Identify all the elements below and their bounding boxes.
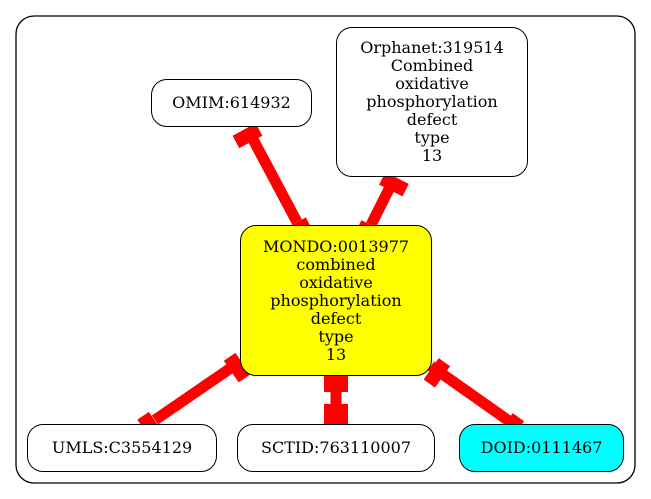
edge-center-sctid-end-head: [324, 404, 348, 426]
edge-center-doid-line: [427, 361, 513, 426]
edge-center-umls-line: [151, 356, 245, 425]
edge-orphanet-center-end-tail: [379, 172, 409, 197]
node-sctid[interactable]: SCTID:763110007: [237, 424, 435, 472]
edge-center-umls-end-tail: [223, 352, 251, 383]
cluster-border: [15, 15, 636, 484]
edge-center-doid-end-tail: [423, 358, 451, 388]
node-umls[interactable]: UMLS:C3554129: [27, 424, 217, 472]
node-mondo-center[interactable]: MONDO:0013977 combined oxidative phospho…: [240, 225, 432, 376]
node-doid[interactable]: DOID:0111467: [459, 424, 624, 472]
edge-omim-center-line: [242, 125, 302, 225]
node-orphanet[interactable]: Orphanet:319514 Combined oxidative phosp…: [336, 27, 528, 177]
edge-center-sctid: [324, 370, 348, 426]
node-omim[interactable]: OMIM:614932: [151, 79, 312, 127]
edge-omim-center-end-tail: [232, 123, 263, 149]
